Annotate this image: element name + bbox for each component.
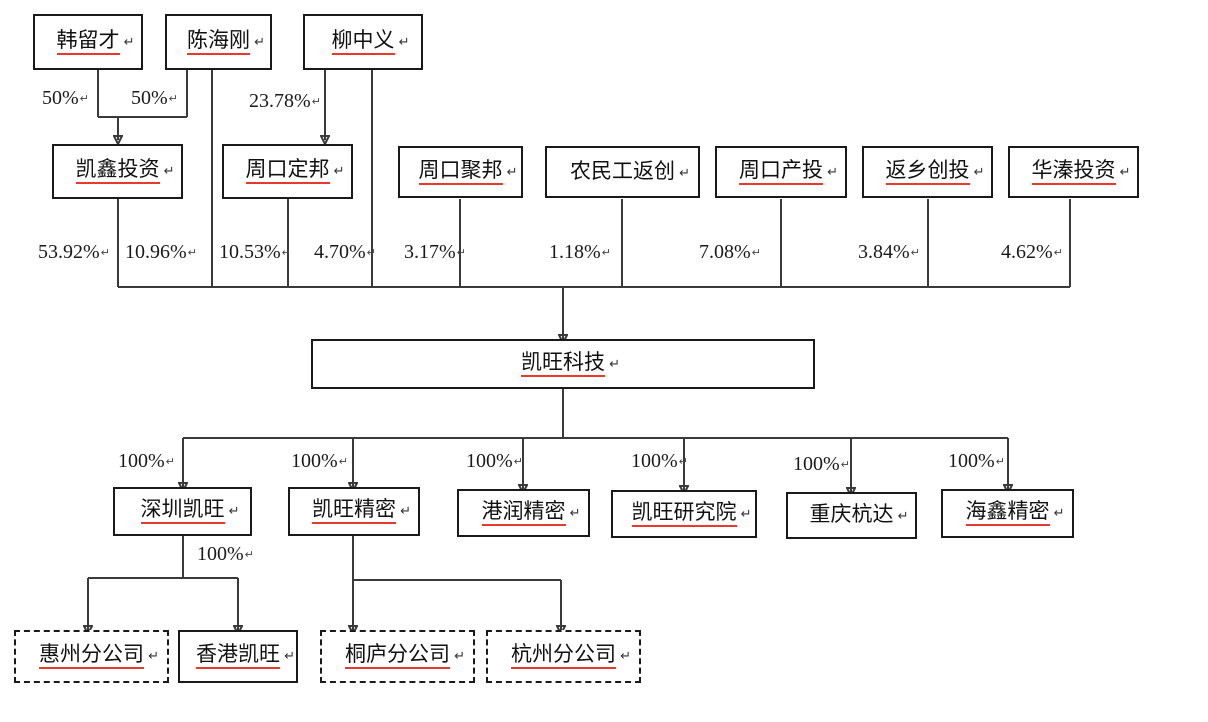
branch-box-huizhou[interactable]: 惠州分公司 — [14, 630, 169, 683]
pct-liu-direct: 4.70% — [314, 241, 376, 264]
pct-nongmingong: 1.18% — [549, 241, 611, 264]
entity-label-jubang: 周口聚邦 — [418, 159, 518, 185]
entity-box-nongmingong[interactable]: 农民工返创 — [545, 146, 700, 198]
subsidiary-label-haixin: 海鑫精密 — [965, 501, 1065, 526]
pct-fanxiang: 3.84% — [858, 241, 920, 264]
subsidiary-label-hangda: 重庆杭达 — [810, 504, 909, 527]
shareholder-box-liu[interactable]: 柳中义 — [303, 14, 423, 70]
branch-box-tonglu[interactable]: 桐庐分公司 — [320, 630, 475, 683]
branch-label-tonglu: 桐庐分公司 — [345, 644, 465, 669]
pct-hualing: 4.62% — [1001, 241, 1063, 264]
entity-box-jubang[interactable]: 周口聚邦 — [398, 146, 523, 198]
subsidiary-label-yanjiuyuan: 凯旺研究院 — [631, 501, 752, 527]
core-company-label: 凯旺科技 — [521, 351, 620, 377]
shareholder-label-liu: 柳中义 — [331, 29, 410, 55]
pct-jubang: 3.17% — [404, 241, 466, 264]
pct-gangrun: 100% — [466, 450, 523, 473]
subsidiary-label-shenzhen: 深圳凯旺 — [140, 499, 240, 524]
core-company-box[interactable]: 凯旺科技 — [311, 339, 815, 389]
entity-box-hualing[interactable]: 华溱投资 — [1008, 146, 1139, 198]
entity-label-hualing: 华溱投资 — [1031, 159, 1131, 185]
subsidiary-box-jingmi[interactable]: 凯旺精密 — [288, 487, 420, 536]
entity-label-kaixin: 凯鑫投资 — [75, 159, 175, 184]
shareholder-box-chen[interactable]: 陈海刚 — [165, 14, 272, 70]
pct-kaixin: 53.92% — [38, 241, 110, 264]
branch-label-hangzhou: 杭州分公司 — [511, 644, 631, 669]
pct-chantou: 7.08% — [699, 241, 761, 264]
entity-box-kaixin[interactable]: 凯鑫投资 — [52, 144, 183, 199]
branch-label-huizhou: 惠州分公司 — [39, 644, 159, 669]
shareholder-label-han: 韩留才 — [56, 29, 135, 55]
entity-label-dingbang: 周口定邦 — [245, 159, 345, 184]
pct-yanjiuyuan: 100% — [631, 450, 688, 473]
subsidiary-box-yanjiuyuan[interactable]: 凯旺研究院 — [611, 490, 757, 538]
entity-box-dingbang[interactable]: 周口定邦 — [222, 144, 353, 199]
branch-box-hongkong[interactable]: 香港凯旺 — [178, 630, 298, 683]
entity-box-fanxiang[interactable]: 返乡创投 — [862, 146, 993, 198]
subsidiary-box-gangrun[interactable]: 港润精密 — [457, 489, 590, 537]
pct-liu-2378: 23.78% — [249, 90, 321, 113]
subsidiary-box-haixin[interactable]: 海鑫精密 — [941, 489, 1074, 538]
branch-box-hangzhou[interactable]: 杭州分公司 — [486, 630, 641, 683]
entity-label-nongmingong: 农民工返创 — [570, 160, 690, 184]
subsidiary-label-jingmi: 凯旺精密 — [312, 499, 411, 524]
pct-han-50: 50% — [42, 87, 89, 110]
shareholder-label-chen: 陈海刚 — [187, 29, 265, 55]
pct-jingmi: 100% — [291, 450, 348, 473]
shareholder-box-han[interactable]: 韩留才 — [33, 14, 143, 70]
entity-label-fanxiang: 返乡创投 — [885, 159, 985, 185]
subsidiary-box-hangda[interactable]: 重庆杭达 — [786, 492, 917, 539]
subsidiary-label-gangrun: 港润精密 — [481, 500, 581, 526]
pct-chen-50: 50% — [131, 87, 178, 110]
entity-box-chantou[interactable]: 周口产投 — [715, 146, 847, 198]
entity-label-chantou: 周口产投 — [739, 159, 838, 185]
branch-label-hongkong: 香港凯旺 — [196, 644, 295, 669]
pct-hangda: 100% — [793, 453, 850, 476]
pct-chen-direct: 10.96% — [125, 241, 197, 264]
pct-haixin: 100% — [948, 450, 1005, 473]
pct-shenzhen-branch: 100% — [197, 543, 254, 566]
pct-dingbang: 10.53% — [219, 241, 291, 264]
subsidiary-box-shenzhen[interactable]: 深圳凯旺 — [113, 487, 252, 536]
pct-shenzhen: 100% — [118, 450, 175, 473]
